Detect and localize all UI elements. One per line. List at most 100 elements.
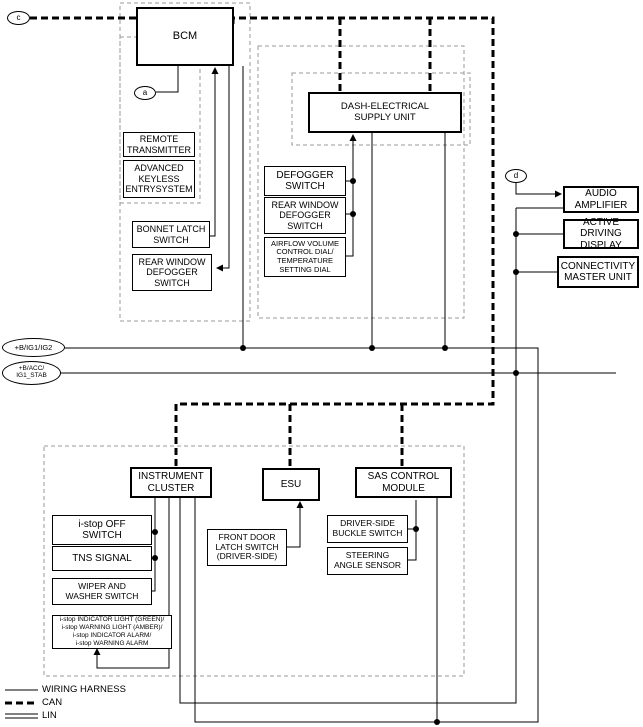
connectivity-line1: CONNECTIVITY	[560, 260, 636, 272]
power-ig-oval: +B/IG1/IG2	[2, 338, 65, 357]
wiper-line1: WIPER AND	[78, 580, 126, 591]
legend-can-label: CAN	[42, 697, 63, 708]
cluster-to-indicator-wire	[93, 497, 170, 669]
junction-dot	[442, 345, 448, 351]
rear-defogger-bcm-line2: DEFOGGER	[146, 267, 198, 278]
front-door-line3: (DRIVER-SIDE)	[216, 551, 278, 562]
bonnet-latch-line2: SWITCH	[153, 234, 189, 245]
junction-dot	[152, 555, 158, 561]
keyless-line3: ENTRYSYSTEM	[125, 184, 193, 195]
bcm-inner-outline	[119, 36, 201, 204]
esu-box: ESU	[262, 468, 320, 501]
connector-c-label: c	[16, 12, 21, 22]
junction-dots	[152, 178, 519, 725]
front-door-line1: FRONT DOOR	[218, 531, 276, 542]
bcm-to-rear-defogger-wire	[216, 66, 230, 272]
connector-c: c	[7, 11, 30, 25]
wiper-wire	[152, 532, 156, 592]
rear-defogger-bcm-line1: REAR WINDOW	[138, 256, 206, 267]
airflow-line2: CONTROL DIAL/	[276, 247, 334, 257]
junction-dot	[413, 526, 419, 532]
istop-indicator-line1: i-stop INDICATOR LIGHT (GREEN)/	[59, 616, 165, 624]
istop-off-line1: i-stop OFF	[78, 518, 126, 530]
junction-dot	[513, 370, 519, 376]
junction-dot	[513, 231, 519, 237]
esu-label: ESU	[280, 478, 302, 490]
connector-a: a	[134, 86, 156, 100]
buckle-line1: DRIVER-SIDE	[340, 518, 395, 529]
steering-line2: ANGLE SENSOR	[333, 560, 402, 570]
remote-transmitter-line2: TRANSMITTER	[127, 144, 191, 155]
defogger-line2: SWITCH	[285, 181, 325, 192]
power-ig-line	[65, 347, 539, 723]
istop-indicator-line3: i-stop INDICATOR ALARM/	[72, 632, 152, 639]
connector-a-label: a	[142, 87, 148, 97]
dash-unit-line2: SUPPLY UNIT	[354, 111, 416, 123]
legend-lin-label: LIN	[42, 710, 57, 721]
istop-indicator-line2: i-stop WARNING LIGHT (AMBER)/	[61, 624, 163, 632]
power-ig-label: +B/IG1/IG2	[14, 342, 53, 352]
active-display-line1: ACTIVE DRIVING	[580, 216, 622, 240]
wiper-line2: WASHER SWITCH	[65, 590, 139, 601]
junction-dot	[350, 211, 356, 217]
power-acc-label-line1: +B/ACC/	[18, 365, 45, 373]
junction-dot	[369, 345, 375, 351]
connector-d-label: d	[513, 170, 519, 180]
can-bus	[30, 16, 495, 468]
istop-indicator-line4: i-stop WARNING ALARM	[75, 639, 149, 647]
remote-transmitter-line1: REMOTE	[139, 134, 179, 145]
sas-line1: SAS CONTROL	[367, 471, 440, 482]
bottom-group-outline	[43, 445, 465, 677]
sas-line2: MODULE	[382, 482, 425, 494]
rear-defogger-line1: REAR WINDOW	[271, 199, 339, 210]
junction-dot	[152, 529, 158, 535]
buckle-line2: BUCKLE SWITCH	[332, 528, 403, 538]
tns-signal-box: TNS SIGNAL	[52, 546, 152, 571]
d-to-audio-wire	[515, 182, 562, 198]
bcm-label: BCM	[172, 30, 198, 43]
steering-line1: STEERING	[345, 550, 390, 561]
power-acc-label: +B/ACC/IG1_STAB	[16, 365, 47, 380]
instrument-cluster-line2: CLUSTER	[147, 482, 195, 494]
istop-off-line2: SWITCH	[82, 530, 122, 541]
rear-defogger-line3: SWITCH	[287, 220, 323, 231]
bonnet-to-bcm-wire	[210, 67, 219, 237]
defogger-line1: DEFOGGER	[276, 169, 334, 181]
junction-dot	[434, 719, 440, 725]
instrument-cluster-line1: INSTRUMENT	[138, 471, 204, 482]
legend-wiring-label: WIRING HARNESS	[42, 684, 126, 695]
bcm-box: BCM	[136, 7, 234, 66]
junction-dot	[240, 345, 246, 351]
audio-amp-line2: AMPLIFIER	[574, 199, 628, 211]
audio-return-wire	[179, 208, 517, 704]
group-outlines	[43, 2, 471, 677]
front-door-line2: LATCH SWITCH	[215, 541, 279, 552]
buckle-wire	[408, 500, 417, 530]
istop-off-wire	[152, 497, 156, 533]
connectivity-line2: MASTER UNIT	[564, 272, 632, 283]
airflow-line3: TEMPERATURE	[276, 256, 334, 265]
dash-inner-outline	[291, 72, 471, 146]
keyless-line2: KEYLESS	[138, 173, 180, 184]
power-acc-oval: +B/ACC/IG1_STAB	[2, 361, 61, 385]
bcm-to-a-wire	[156, 66, 179, 93]
junction-dot	[350, 178, 356, 184]
front-door-to-esu-wire	[287, 501, 304, 548]
legend-lines	[5, 689, 38, 719]
can-main-line	[30, 16, 495, 468]
